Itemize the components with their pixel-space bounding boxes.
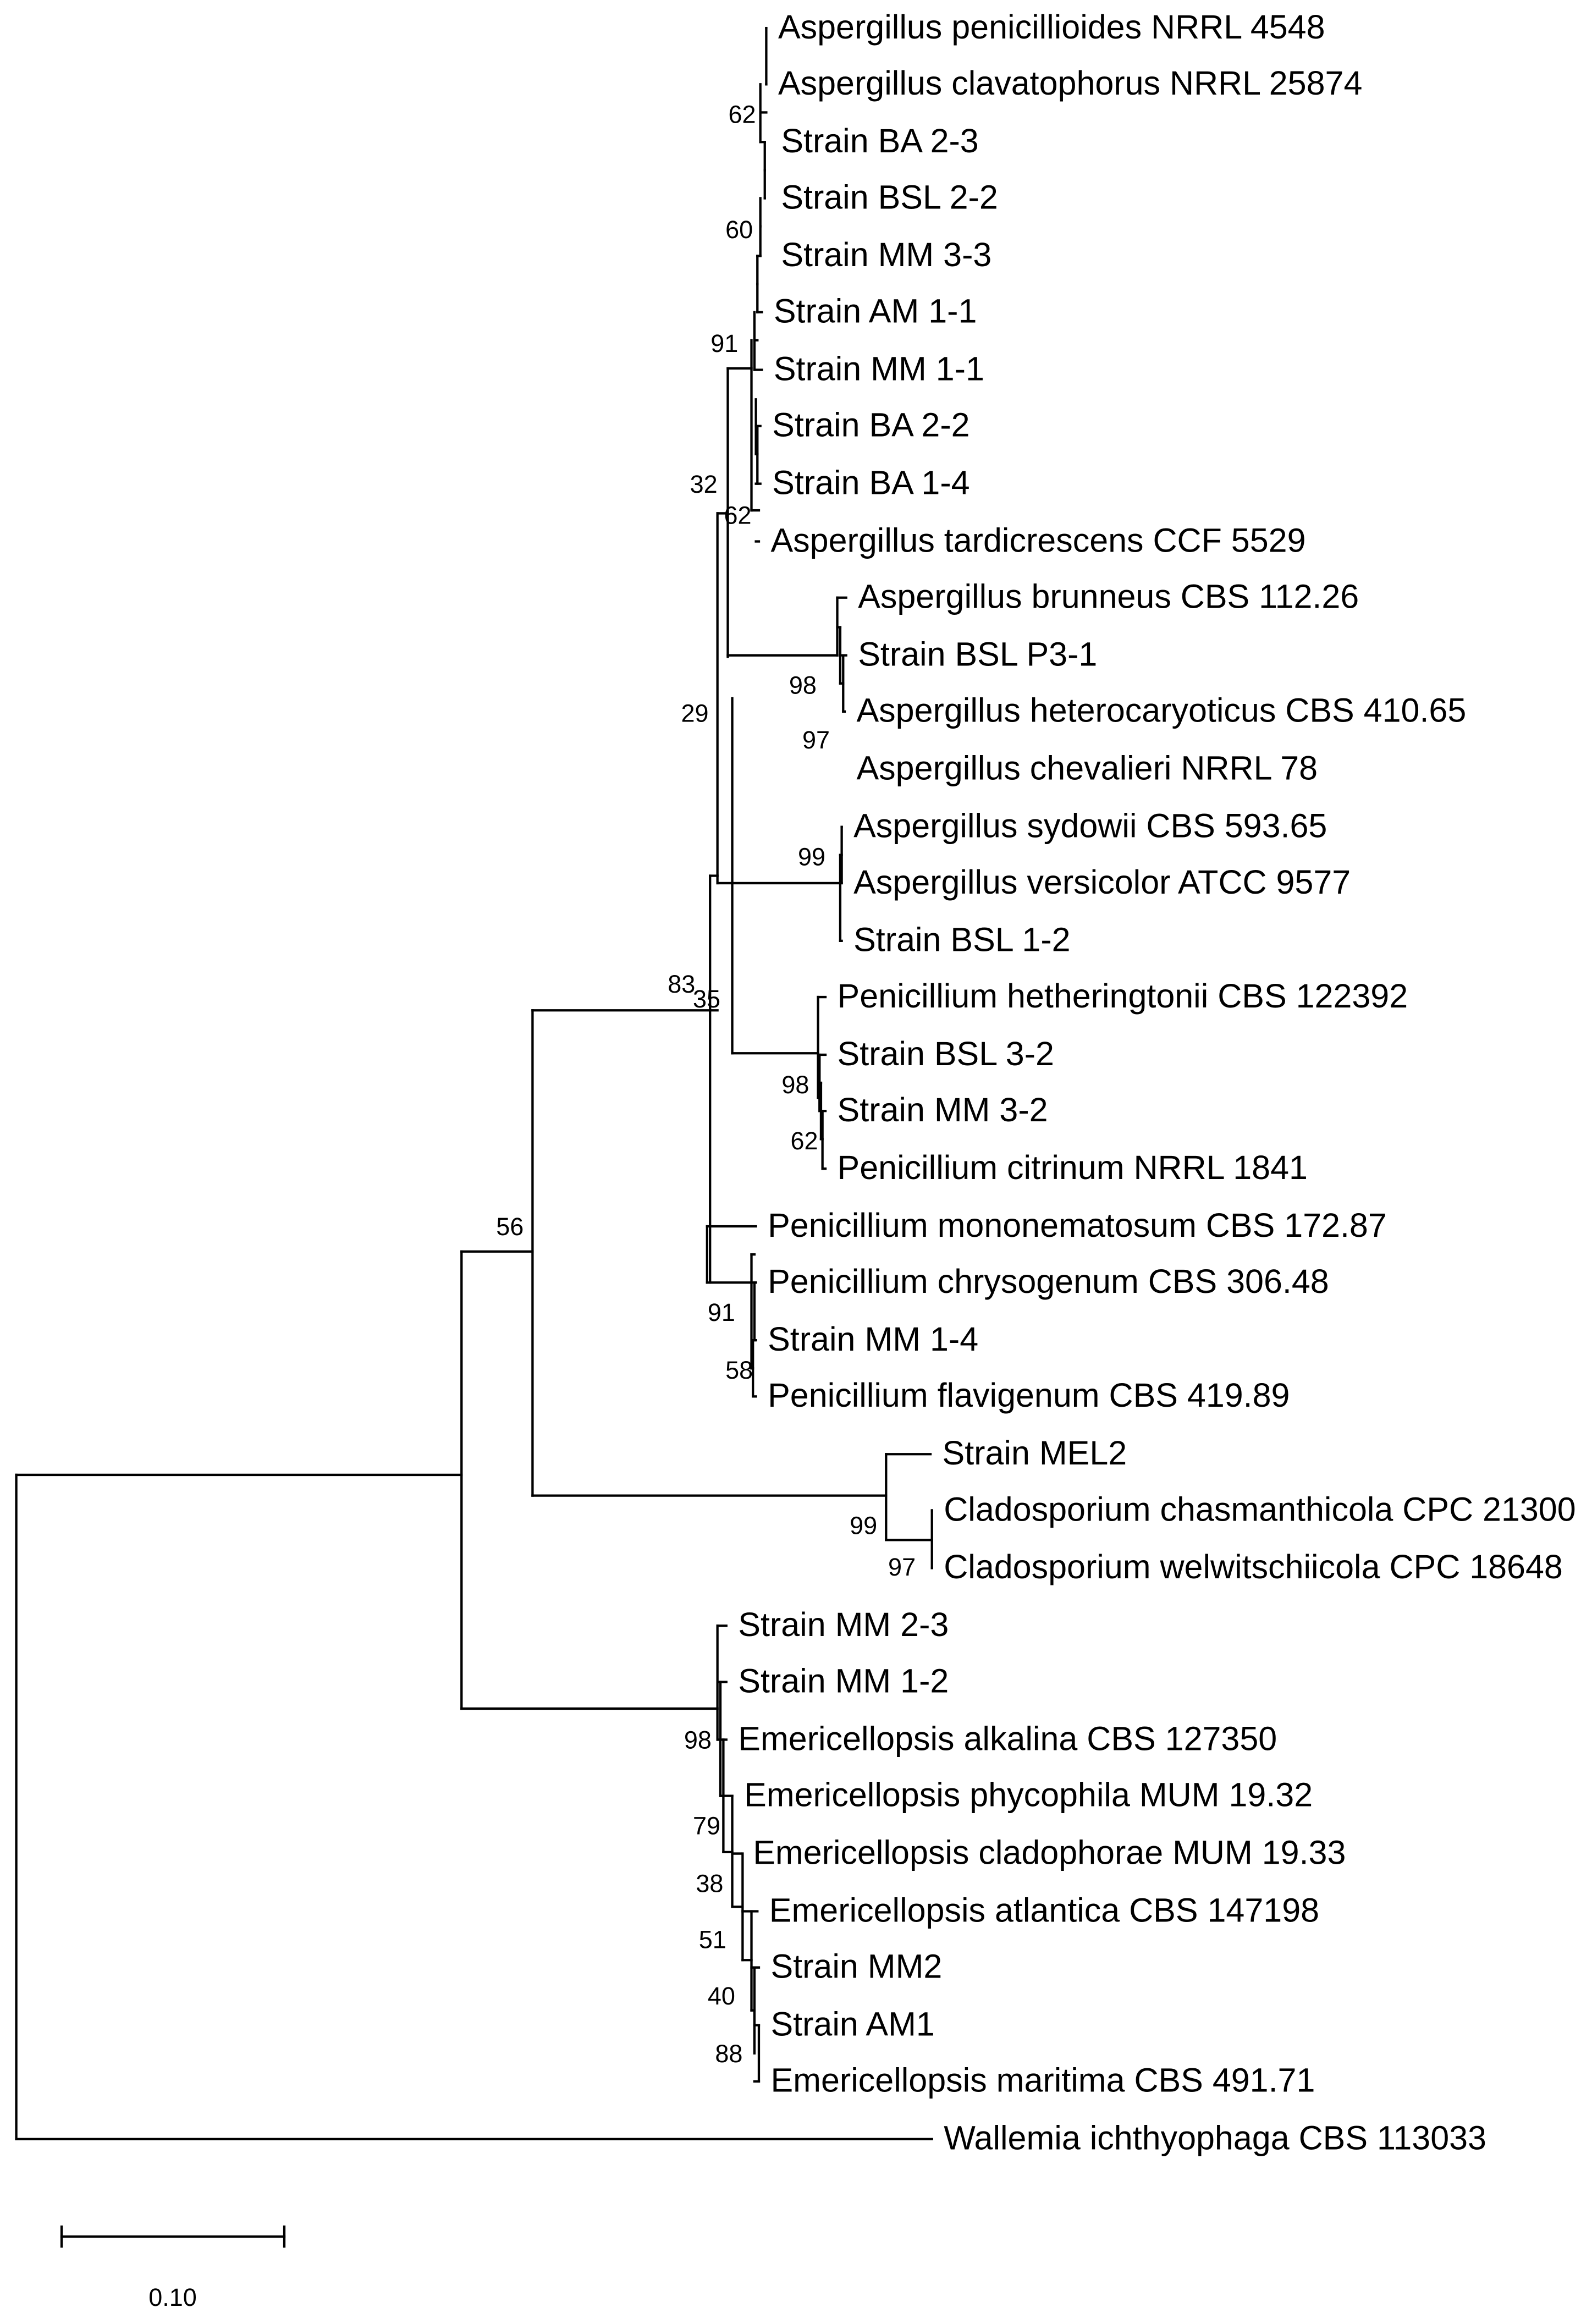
bootstrap-value: 83: [668, 970, 695, 998]
taxon-label: Strain MM2: [770, 1948, 942, 1985]
taxon-label: Strain MM 3-2: [838, 1091, 1048, 1128]
taxon-label: Strain BSL 3-2: [838, 1035, 1054, 1072]
taxon-label: Strain BA 2-3: [781, 122, 978, 159]
bootstrap-value: 97: [888, 1553, 916, 1581]
taxon-label: Aspergillus versicolor ATCC 9577: [853, 863, 1351, 901]
bootstrap-value: 60: [725, 216, 753, 244]
taxon-label: Strain MM 1-4: [768, 1320, 978, 1358]
bootstrap-value: 56: [496, 1213, 524, 1241]
taxon-label: Aspergillus clavatophorus NRRL 25874: [778, 64, 1362, 102]
taxon-label: Emericellopsis phycophila MUM 19.32: [744, 1776, 1313, 1813]
bootstrap-value: 58: [725, 1356, 753, 1384]
bootstrap-value: 88: [715, 2040, 742, 2068]
taxon-label: Cladosporium welwitschiicola CPC 18648: [944, 1548, 1563, 1585]
taxon-label: Aspergillus brunneus CBS 112.26: [858, 578, 1359, 615]
taxon-label: Aspergillus penicillioides NRRL 4548: [778, 8, 1325, 46]
taxon-label: Strain MM 1-1: [774, 350, 984, 387]
taxon-label: Strain AM 1-1: [774, 292, 977, 329]
taxon-label: Strain BA 1-4: [772, 464, 969, 501]
taxon-label: Wallemia ichthyophaga CBS 113033: [944, 2119, 1486, 2157]
bootstrap-labels: 6260913262989729998335986256915899979879…: [496, 100, 916, 2068]
taxon-label: Penicillium flavigenum CBS 419.89: [768, 1376, 1290, 1414]
taxon-label: Strain BSL 2-2: [781, 178, 998, 216]
bootstrap-value: 98: [789, 671, 817, 700]
taxon-label: Strain BSL P3-1: [858, 636, 1097, 673]
bootstrap-value: 62: [791, 1127, 818, 1155]
bootstrap-value: 32: [690, 470, 718, 498]
taxon-label: Penicillium citrinum NRRL 1841: [838, 1149, 1308, 1186]
taxon-label: Emericellopsis atlantica CBS 147198: [769, 1891, 1319, 1929]
taxon-label: Strain BSL 1-2: [853, 921, 1070, 959]
bootstrap-value: 35: [693, 985, 720, 1013]
bootstrap-value: 99: [850, 1512, 877, 1540]
bootstrap-value: 62: [729, 100, 756, 128]
scale-bar: 0.10: [60, 2225, 286, 2311]
taxon-label: Strain AM1: [770, 2005, 934, 2042]
scale-bar-label: 0.10: [148, 2283, 197, 2311]
bootstrap-value: 98: [781, 1071, 809, 1099]
taxon-label: Aspergillus tardicrescens CCF 5529: [770, 521, 1305, 559]
taxon-label: Emericellopsis maritima CBS 491.71: [770, 2062, 1315, 2099]
bootstrap-value: 99: [798, 843, 825, 871]
bootstrap-value: 38: [696, 1870, 723, 1898]
taxon-label: Strain MM 2-3: [738, 1606, 949, 1643]
taxon-label: Strain BA 2-2: [772, 406, 969, 444]
taxon-label: Aspergillus sydowii CBS 593.65: [853, 807, 1327, 845]
taxon-label: Penicillium chrysogenum CBS 306.48: [768, 1263, 1329, 1300]
taxon-label: Strain MM 3-3: [781, 236, 991, 273]
tree-branches: [15, 26, 933, 2140]
bootstrap-value: 91: [710, 329, 738, 357]
taxon-label: Penicillium hetheringtonii CBS 122392: [838, 977, 1408, 1015]
bootstrap-value: 62: [724, 501, 751, 529]
taxon-labels: Aspergillus penicillioides NRRL 4548Aspe…: [738, 8, 1576, 2157]
taxon-label: Emericellopsis cladophorae MUM 19.33: [753, 1833, 1346, 1871]
taxon-label: Emericellopsis alkalina CBS 127350: [738, 1720, 1277, 1757]
bootstrap-value: 40: [708, 1982, 735, 2010]
bootstrap-value: 91: [708, 1298, 735, 1326]
taxon-label: Strain MM 1-2: [738, 1662, 949, 1699]
taxon-label: Cladosporium chasmanthicola CPC 21300: [944, 1490, 1576, 1528]
taxon-label: Aspergillus heterocaryoticus CBS 410.65: [857, 692, 1467, 729]
bootstrap-value: 98: [684, 1726, 712, 1754]
bootstrap-value: 79: [693, 1812, 720, 1840]
taxon-label: Penicillium mononematosum CBS 172.87: [768, 1207, 1387, 1244]
bootstrap-value: 97: [802, 726, 830, 754]
taxon-label: Aspergillus chevalieri NRRL 78: [857, 750, 1318, 787]
taxon-label: Strain MEL2: [943, 1434, 1127, 1472]
bootstrap-value: 51: [699, 1926, 726, 1954]
bootstrap-value: 29: [681, 700, 708, 728]
